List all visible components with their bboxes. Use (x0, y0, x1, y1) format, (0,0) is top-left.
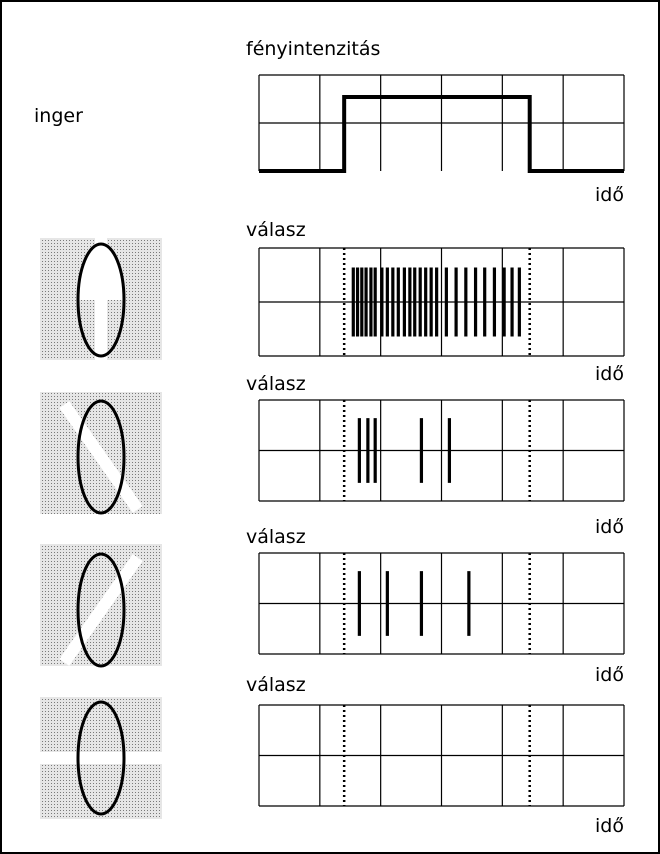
receptive-field-ellipse-3 (76, 552, 126, 668)
stimulus-trace (259, 95, 624, 173)
response-panel-3 (258, 552, 625, 655)
response-panel-1 (258, 247, 625, 357)
receptive-field-ellipse-2 (76, 399, 126, 515)
stimulus-grid (258, 74, 625, 171)
light-bar-vertical (95, 236, 107, 364)
receptive-field-horizontal-bar (37, 697, 165, 819)
time-label-3: idő (595, 664, 624, 686)
time-label-4: idő (595, 815, 624, 837)
receptive-field-oblique-bar-right (40, 544, 162, 668)
response-grid-2 (258, 399, 625, 502)
stimulus-window-markers-4 (342, 705, 531, 806)
response-label-3: válasz (246, 526, 306, 548)
spike-train-2 (357, 418, 452, 483)
receptive-field-ellipse-4 (76, 700, 126, 816)
stimulus-window-markers-2 (342, 400, 531, 501)
response-panel-4 (258, 704, 625, 807)
receptive-field-oblique-bar-left (40, 392, 162, 515)
response-grid-4 (258, 704, 625, 807)
response-label-1: válasz (246, 219, 306, 241)
spike-train-3 (357, 571, 471, 636)
intensity-label: fényintenzitás (246, 38, 380, 60)
stimulus-window-markers-3 (342, 553, 531, 654)
response-label-4: válasz (246, 674, 306, 696)
light-bar-horizontal (37, 752, 165, 764)
response-grid-1 (258, 247, 625, 357)
time-label-1: idő (595, 363, 624, 385)
stimulus-window-markers-1 (342, 248, 531, 356)
receptive-field-vertical-bar (40, 236, 162, 364)
stimulus-label: inger (34, 105, 83, 127)
spike-train-1 (351, 267, 521, 337)
receptive-field-ellipse-1 (76, 242, 126, 358)
stimulus-panel (258, 74, 625, 173)
time-label-stimulus: idő (595, 184, 624, 206)
time-label-2: idő (595, 516, 624, 538)
response-label-2: válasz (246, 373, 306, 395)
response-panel-2 (258, 399, 625, 502)
response-grid-3 (258, 552, 625, 655)
